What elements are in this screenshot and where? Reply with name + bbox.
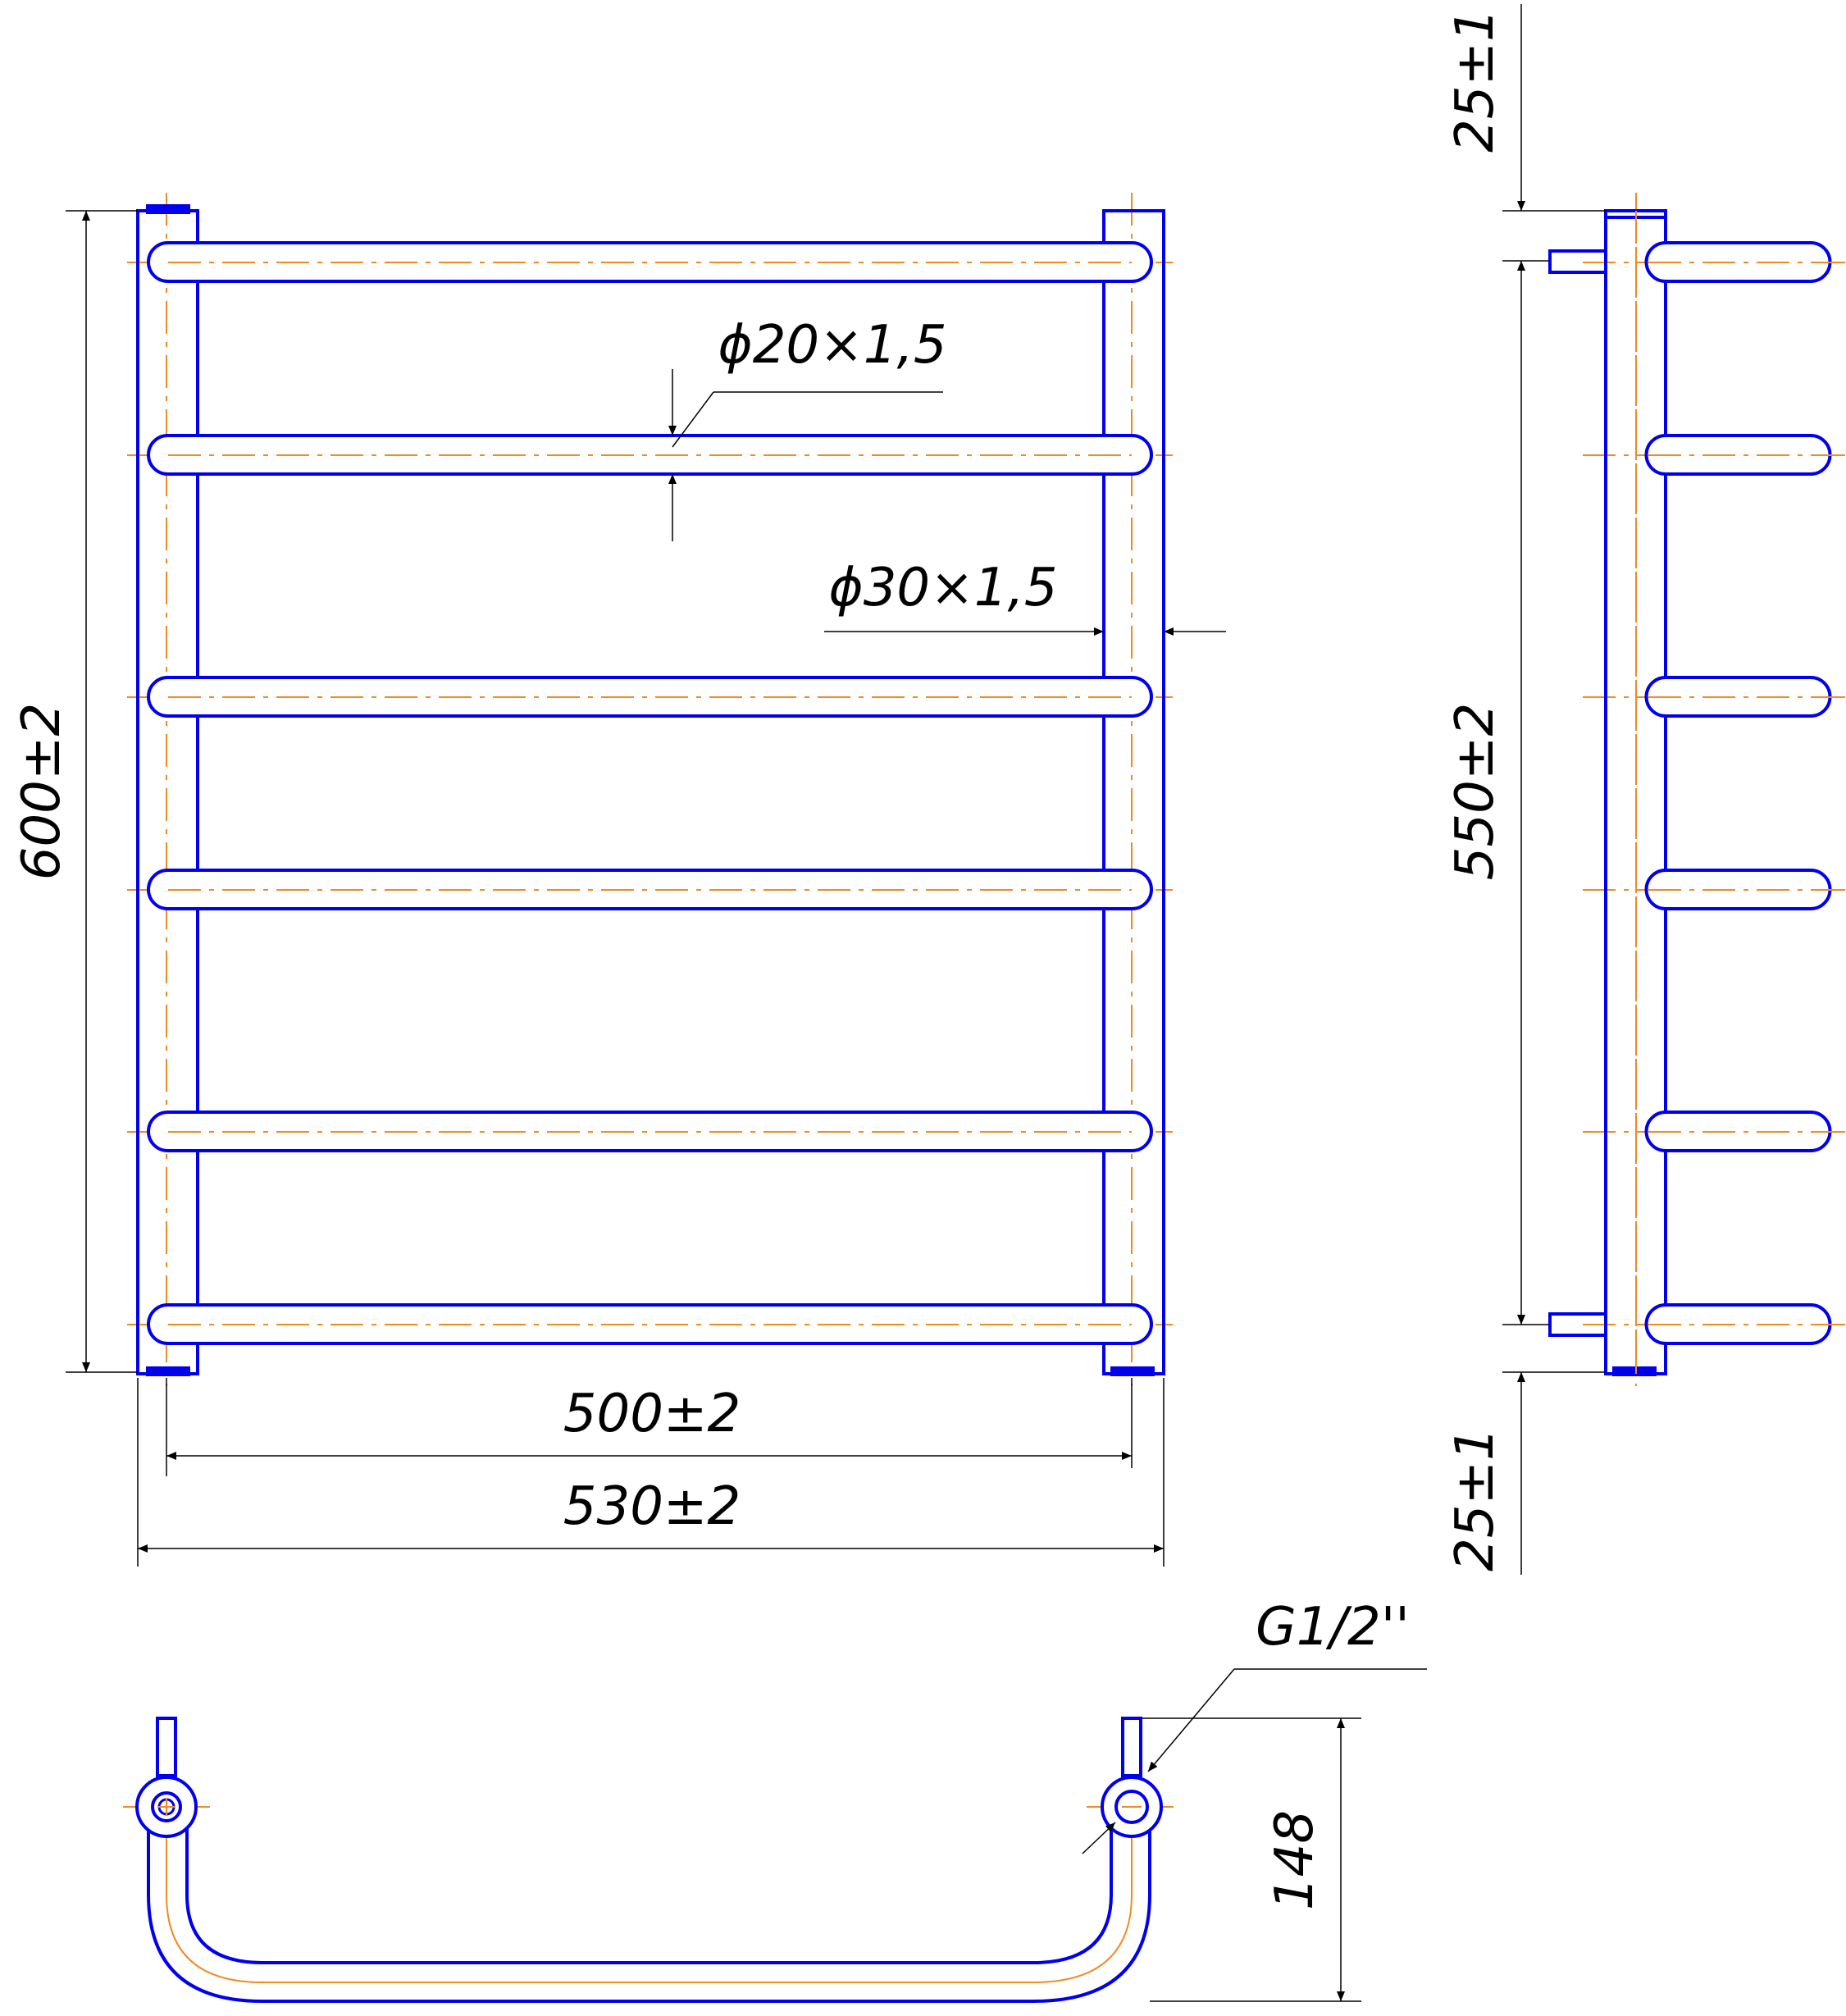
- right-connection-inner: [1114, 1790, 1149, 1824]
- crossbar-1: [147, 241, 1153, 283]
- right-upright: [1102, 209, 1165, 1375]
- front-centerlines: [127, 193, 1173, 1386]
- center-distance-label: 500±2: [563, 1384, 741, 1444]
- u-tube-centerline: [166, 1825, 1133, 1983]
- overall-width-label: 530±2: [563, 1476, 741, 1537]
- side-dimensions: [1502, 4, 1606, 1575]
- top-connection-stub: [1548, 249, 1607, 274]
- side-centerlines: [1583, 193, 1845, 1386]
- left-connection-stub: [156, 1717, 177, 1777]
- crossbar-6: [147, 1303, 1153, 1345]
- top-offset-label: 25±1: [1445, 8, 1506, 153]
- bottom-offset-label: 25±1: [1445, 1427, 1506, 1571]
- crossbar-2: [147, 434, 1153, 476]
- right-connection-stub: [1121, 1717, 1142, 1777]
- top-centerlines: [123, 1763, 1181, 1850]
- right-upright-bottom-cap: [1110, 1366, 1155, 1376]
- crossbar-4: [147, 869, 1153, 910]
- side-view: [1548, 193, 1845, 1386]
- upright-tube-label: ϕ30×1,5: [828, 558, 1057, 618]
- left-connection-inner: [151, 1791, 182, 1822]
- overall-height-label: 600±2: [11, 703, 72, 881]
- crossbar-5: [147, 1111, 1153, 1152]
- left-upright-top-cap: [146, 204, 190, 214]
- u-tube-outer: [147, 1825, 1151, 2003]
- front-view: [127, 193, 1173, 1386]
- left-upright-bottom-cap: [146, 1366, 190, 1376]
- crossbars: [147, 241, 1153, 1345]
- top-view: [123, 1717, 1181, 2003]
- crossbar-3: [147, 676, 1153, 718]
- side-crossbars: [1644, 241, 1832, 1345]
- depth-label: 148: [1265, 1810, 1325, 1910]
- u-tube-inner: [185, 1825, 1113, 1964]
- top-dimensions: [1082, 1668, 1427, 2002]
- thread-label: G1/2'': [1256, 1597, 1410, 1658]
- left-upright: [136, 209, 199, 1375]
- connection-spacing-label: 550±2: [1445, 703, 1506, 881]
- front-dimensions: [66, 210, 1226, 1567]
- crossbar-tube-label: ϕ20×1,5: [718, 315, 946, 376]
